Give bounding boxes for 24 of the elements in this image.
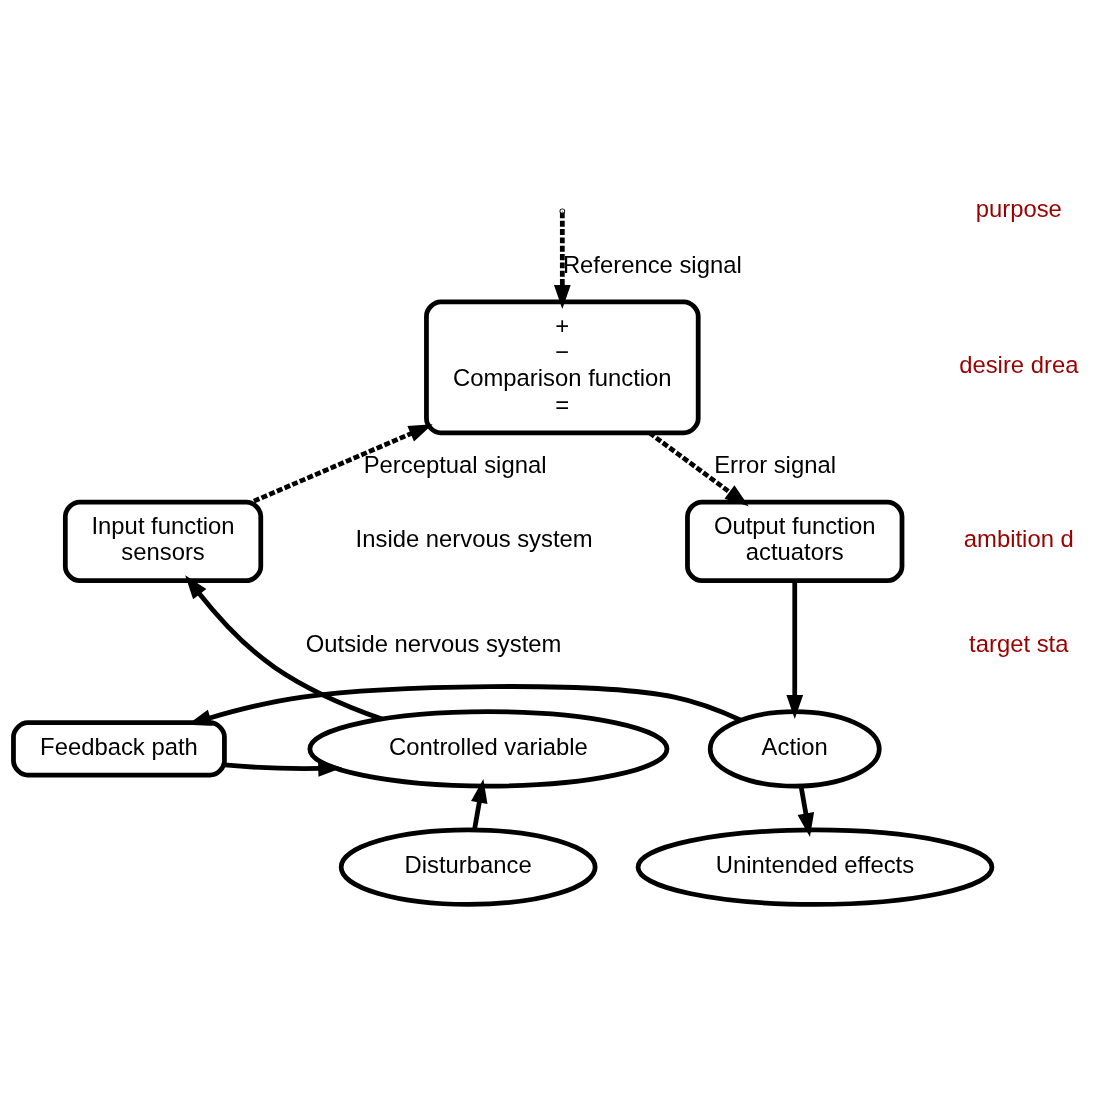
arrow xyxy=(251,424,433,505)
label: ambition d xyxy=(963,525,1074,553)
label: Outside nervous system xyxy=(305,630,562,658)
node-ellipse: Disturbance xyxy=(338,827,598,907)
arrow xyxy=(553,212,571,309)
node-ellipse: Unintended effects xyxy=(635,827,995,907)
label: desire drea xyxy=(959,351,1079,379)
node-box: Output function actuators xyxy=(685,499,905,584)
edge-label: Error signal xyxy=(714,451,836,479)
arrow xyxy=(797,785,815,838)
label: purpose xyxy=(975,195,1062,223)
arrow xyxy=(648,431,749,507)
node-ellipse: Action xyxy=(707,709,882,789)
edge-label: Reference signal xyxy=(562,251,742,279)
arrow xyxy=(786,581,804,719)
node-box: + − Comparison function = xyxy=(424,299,701,436)
node-ellipse: Controlled variable xyxy=(307,709,670,789)
label: target sta xyxy=(969,630,1069,658)
arrow xyxy=(224,760,343,777)
label: Inside nervous system xyxy=(355,525,593,553)
node-box: Feedback path xyxy=(11,720,227,778)
node-box: Input function sensors xyxy=(62,499,264,584)
edge-label: Perceptual signal xyxy=(363,451,547,479)
arrow xyxy=(471,779,488,831)
